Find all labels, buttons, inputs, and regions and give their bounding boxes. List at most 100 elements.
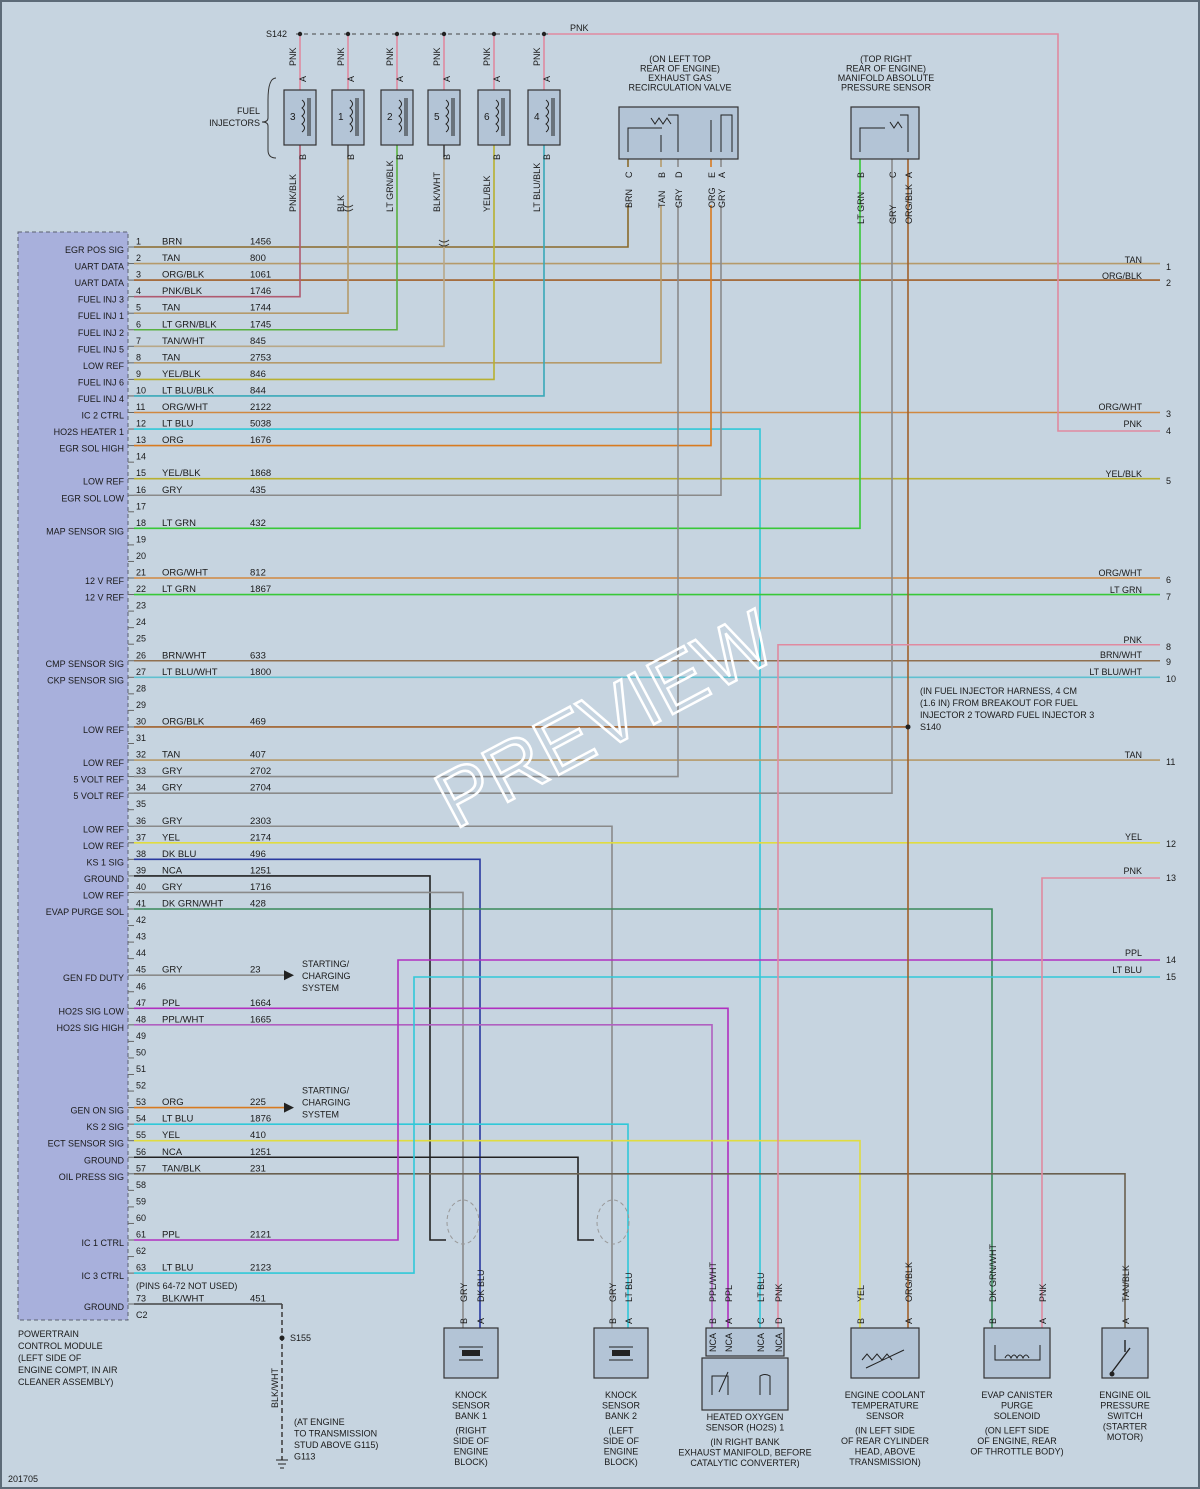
pcm-box [17,231,129,1321]
wire-color-label: PNK [570,23,589,33]
ground-note: TO TRANSMISSION [294,1429,377,1439]
map-pin: C [888,171,898,178]
pcm-function-label: EGR SOL LOW [61,493,124,503]
pcm-name-line: ENGINE COMPT, IN AIR [18,1365,118,1375]
pcm-function-label: FUEL INJ 2 [78,328,124,338]
right-connections: TAN1ORG/BLK2ORG/WHT3PNK4YEL/BLK5ORG/WHT6… [1089,255,1176,982]
egr-pin: D [674,171,684,178]
pin-number: 56 [136,1147,146,1157]
circuit-number: 451 [250,1294,266,1305]
component-location: (ON LEFT SIDE [985,1426,1049,1436]
wire-color-label: DK BLU [162,849,196,860]
wire-pin-57 [134,1173,1126,1328]
component-name: BANK 2 [605,1411,637,1421]
component-name: SENSOR [866,1411,905,1421]
right-connection-number: 3 [1166,409,1171,419]
injector-top-color: PNK [532,47,542,66]
pin-number: 23 [136,601,146,611]
diagram-id: 201705 [8,1474,38,1484]
component-name: SENSOR [602,1401,641,1411]
circuit-number: 1251 [250,1147,271,1158]
wire-pin-12 [134,428,761,1328]
pin-number: 37 [136,832,146,842]
pin-number: 54 [136,1114,146,1124]
component-pin: A [624,1318,634,1324]
component-pin: B [708,1318,718,1324]
pcm-function-label: EGR SOL HIGH [59,444,124,454]
component-pin: B [459,1318,469,1324]
splice-dot [297,31,303,37]
pcm-function-label: KS 2 SIG [86,1122,124,1132]
egr-pin-color: GRY [674,189,684,208]
wire-pin-61 [134,959,1160,1241]
pcm-function-label: FUEL INJ 1 [78,311,124,321]
right-connection-number: 12 [1166,839,1176,849]
pcm-function-label: CKP SENSOR SIG [47,675,124,685]
pcm-function-label: FUEL INJ 5 [78,344,124,354]
component-pin-color: DK BLU [476,1269,486,1302]
pin-number: 49 [136,1031,146,1041]
component-location: SIDE OF [603,1436,640,1446]
component-pin-color: LT BLU [624,1272,634,1302]
injector-top-pin: A [442,76,452,82]
component-name: KNOCK [455,1390,487,1400]
pcm-function-label: CMP SENSOR SIG [46,659,124,669]
pin-number: 57 [136,1163,146,1173]
splice-dot [279,1335,285,1341]
wire-color-label: TAN [162,352,180,363]
egr-pin-color: BRN [624,189,634,208]
circuit-number: 2753 [250,352,271,363]
wire-color-label: TAN [162,303,180,314]
pin-number: 45 [136,965,146,975]
pin-number: 59 [136,1196,146,1206]
pin-number: 10 [136,385,146,395]
component-pin-color: PPL [724,1285,734,1302]
wire-color-label: LT BLU [162,419,193,430]
right-connection-number: 8 [1166,642,1171,652]
pcm-function-label: 12 V REF [85,576,125,586]
component-name: BANK 1 [455,1411,487,1421]
pin-number: 52 [136,1081,146,1091]
circuit-number: 1665 [250,1014,271,1025]
egr-pin: E [707,172,717,178]
egr-label: (ON LEFT TOP [649,54,711,64]
pcm-function-label: OIL PRESS SIG [59,1172,124,1182]
pcm-function-label: 5 VOLT REF [73,775,124,785]
injector-bot-color: YEL/BLK [482,175,492,212]
wire-pnk-8 [777,643,1160,1328]
wire-color-label: TAN/BLK [162,1163,202,1174]
pin-number: 6 [136,319,141,329]
pin-number: 8 [136,352,141,362]
pcm-function-label: LOW REF [83,361,125,371]
ground-note: G113 [294,1452,315,1462]
map-label: REAR OF ENGINE) [846,64,926,74]
pin-number: 55 [136,1130,146,1140]
shield-icon [446,1199,480,1245]
right-wire-color: YEL [1125,832,1142,842]
right-connection-number: 7 [1166,592,1171,602]
pcm-function-label: EVAP PURGE SOL [46,907,124,917]
component-name: SENSOR [452,1401,491,1411]
wire-pnk-13 [1041,877,1160,1328]
watermark: PREVIEW [421,593,789,845]
circuit-number: 410 [250,1130,266,1141]
wire-color-label: LT BLU [162,1114,193,1125]
starting-charging-label: CHARGING [302,1098,351,1108]
ground-wire-color: BLK/WHT [270,1367,280,1408]
component-pin-color: GRY [608,1283,618,1302]
map-label: (TOP RIGHT [860,54,912,64]
pin-number: 36 [136,816,146,826]
pin-number: 41 [136,899,146,909]
knock-sensor-icon [462,1350,480,1356]
pcm-name-line: POWERTRAIN [18,1329,79,1339]
right-connection-number: 10 [1166,674,1176,684]
circuit-number: 845 [250,336,266,347]
circuit-number: 1745 [250,319,271,330]
wire-color-label: GRY [162,965,183,976]
right-wire-color: PNK [1123,866,1142,876]
component-pin: B [856,1318,866,1324]
pin-number: 50 [136,1047,146,1057]
